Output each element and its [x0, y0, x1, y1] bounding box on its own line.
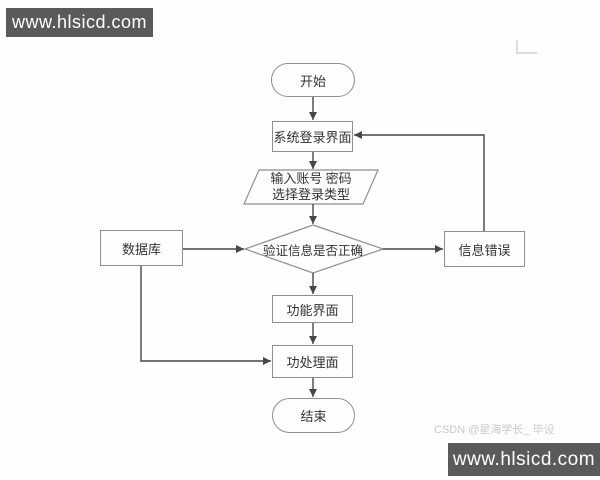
node-start: 开始 — [271, 63, 355, 97]
node-verify-decision: 验证信息是否正确 — [246, 240, 380, 258]
node-input-label-line2: 选择登录类型 — [271, 187, 350, 202]
csdn-watermark: CSDN @星海学长_ 毕设 — [434, 424, 555, 436]
node-process-label: 功处理面 — [286, 355, 339, 370]
site-banner-top-left: www.hlsicd.com — [6, 8, 153, 37]
node-error-label: 信息错误 — [458, 242, 511, 258]
node-login-label: 系统登录界面 — [273, 130, 352, 145]
node-input-credentials: 输入账号 密码 选择登录类型 — [244, 170, 378, 204]
node-function-label: 功能界面 — [286, 302, 339, 318]
node-input-label-line1: 输入账号 密码 — [270, 171, 352, 186]
node-verify-label: 验证信息是否正确 — [262, 243, 363, 258]
node-end: 结束 — [272, 398, 355, 433]
corner-bracket-mark — [516, 40, 537, 54]
site-banner-top-text: www.hlsicd.com — [11, 12, 148, 32]
node-login-screen: 系统登录界面 — [272, 121, 353, 152]
node-info-error: 信息错误 — [444, 231, 525, 267]
node-database: 数据库 — [100, 230, 183, 266]
node-process-screen: 功处理面 — [272, 345, 353, 378]
site-banner-bottom-right: www.hlsicd.com — [448, 443, 600, 476]
node-database-label: 数据库 — [121, 241, 161, 257]
edge-database-process — [140, 266, 271, 365]
edge-error-login-feedback — [354, 131, 485, 231]
node-end-label: 结束 — [300, 409, 327, 424]
node-start-label: 开始 — [299, 73, 326, 89]
node-function-screen: 功能界面 — [272, 295, 353, 323]
io-parallelogram-shape — [243, 169, 379, 205]
site-banner-bottom-text: www.hlsicd.com — [452, 448, 596, 470]
